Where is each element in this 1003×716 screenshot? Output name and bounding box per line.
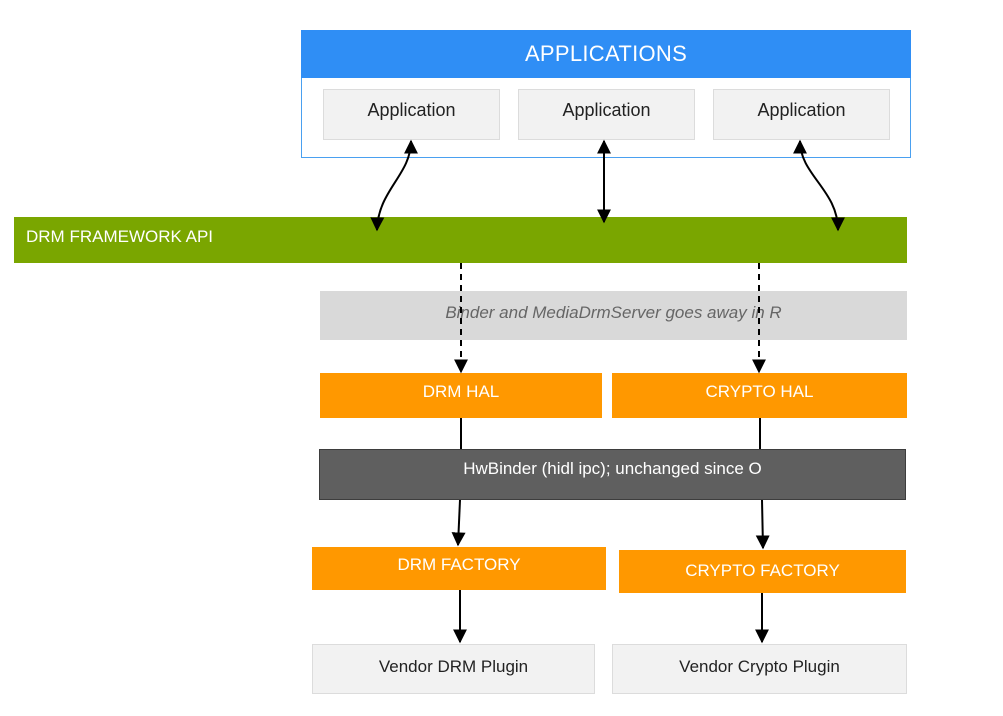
application-box-1: Application [323,89,500,140]
drm-framework-api-bar: DRM FRAMEWORK API [14,217,907,263]
hwbinder-crypto-factory-arrow [755,499,770,550]
hwbinder-drm-factory-arrow [451,499,466,547]
binder-removal-note: Binder and MediaDrmServer goes away in R [320,291,907,340]
hwbinder-bar: HwBinder (hidl ipc); unchanged since O [319,449,906,500]
application-box-3: Application [713,89,890,140]
vendor-crypto-plugin-box: Vendor Crypto Plugin [612,644,907,694]
crypto-hal-box: CRYPTO HAL [612,373,907,418]
drm-hal-box: DRM HAL [320,373,602,418]
vendor-drm-plugin-box: Vendor DRM Plugin [312,644,595,694]
crypto-factory-box: CRYPTO FACTORY [619,550,906,593]
application-box-2: Application [518,89,695,140]
drm-factory-box: DRM FACTORY [312,547,606,590]
applications-header: APPLICATIONS [301,30,911,78]
